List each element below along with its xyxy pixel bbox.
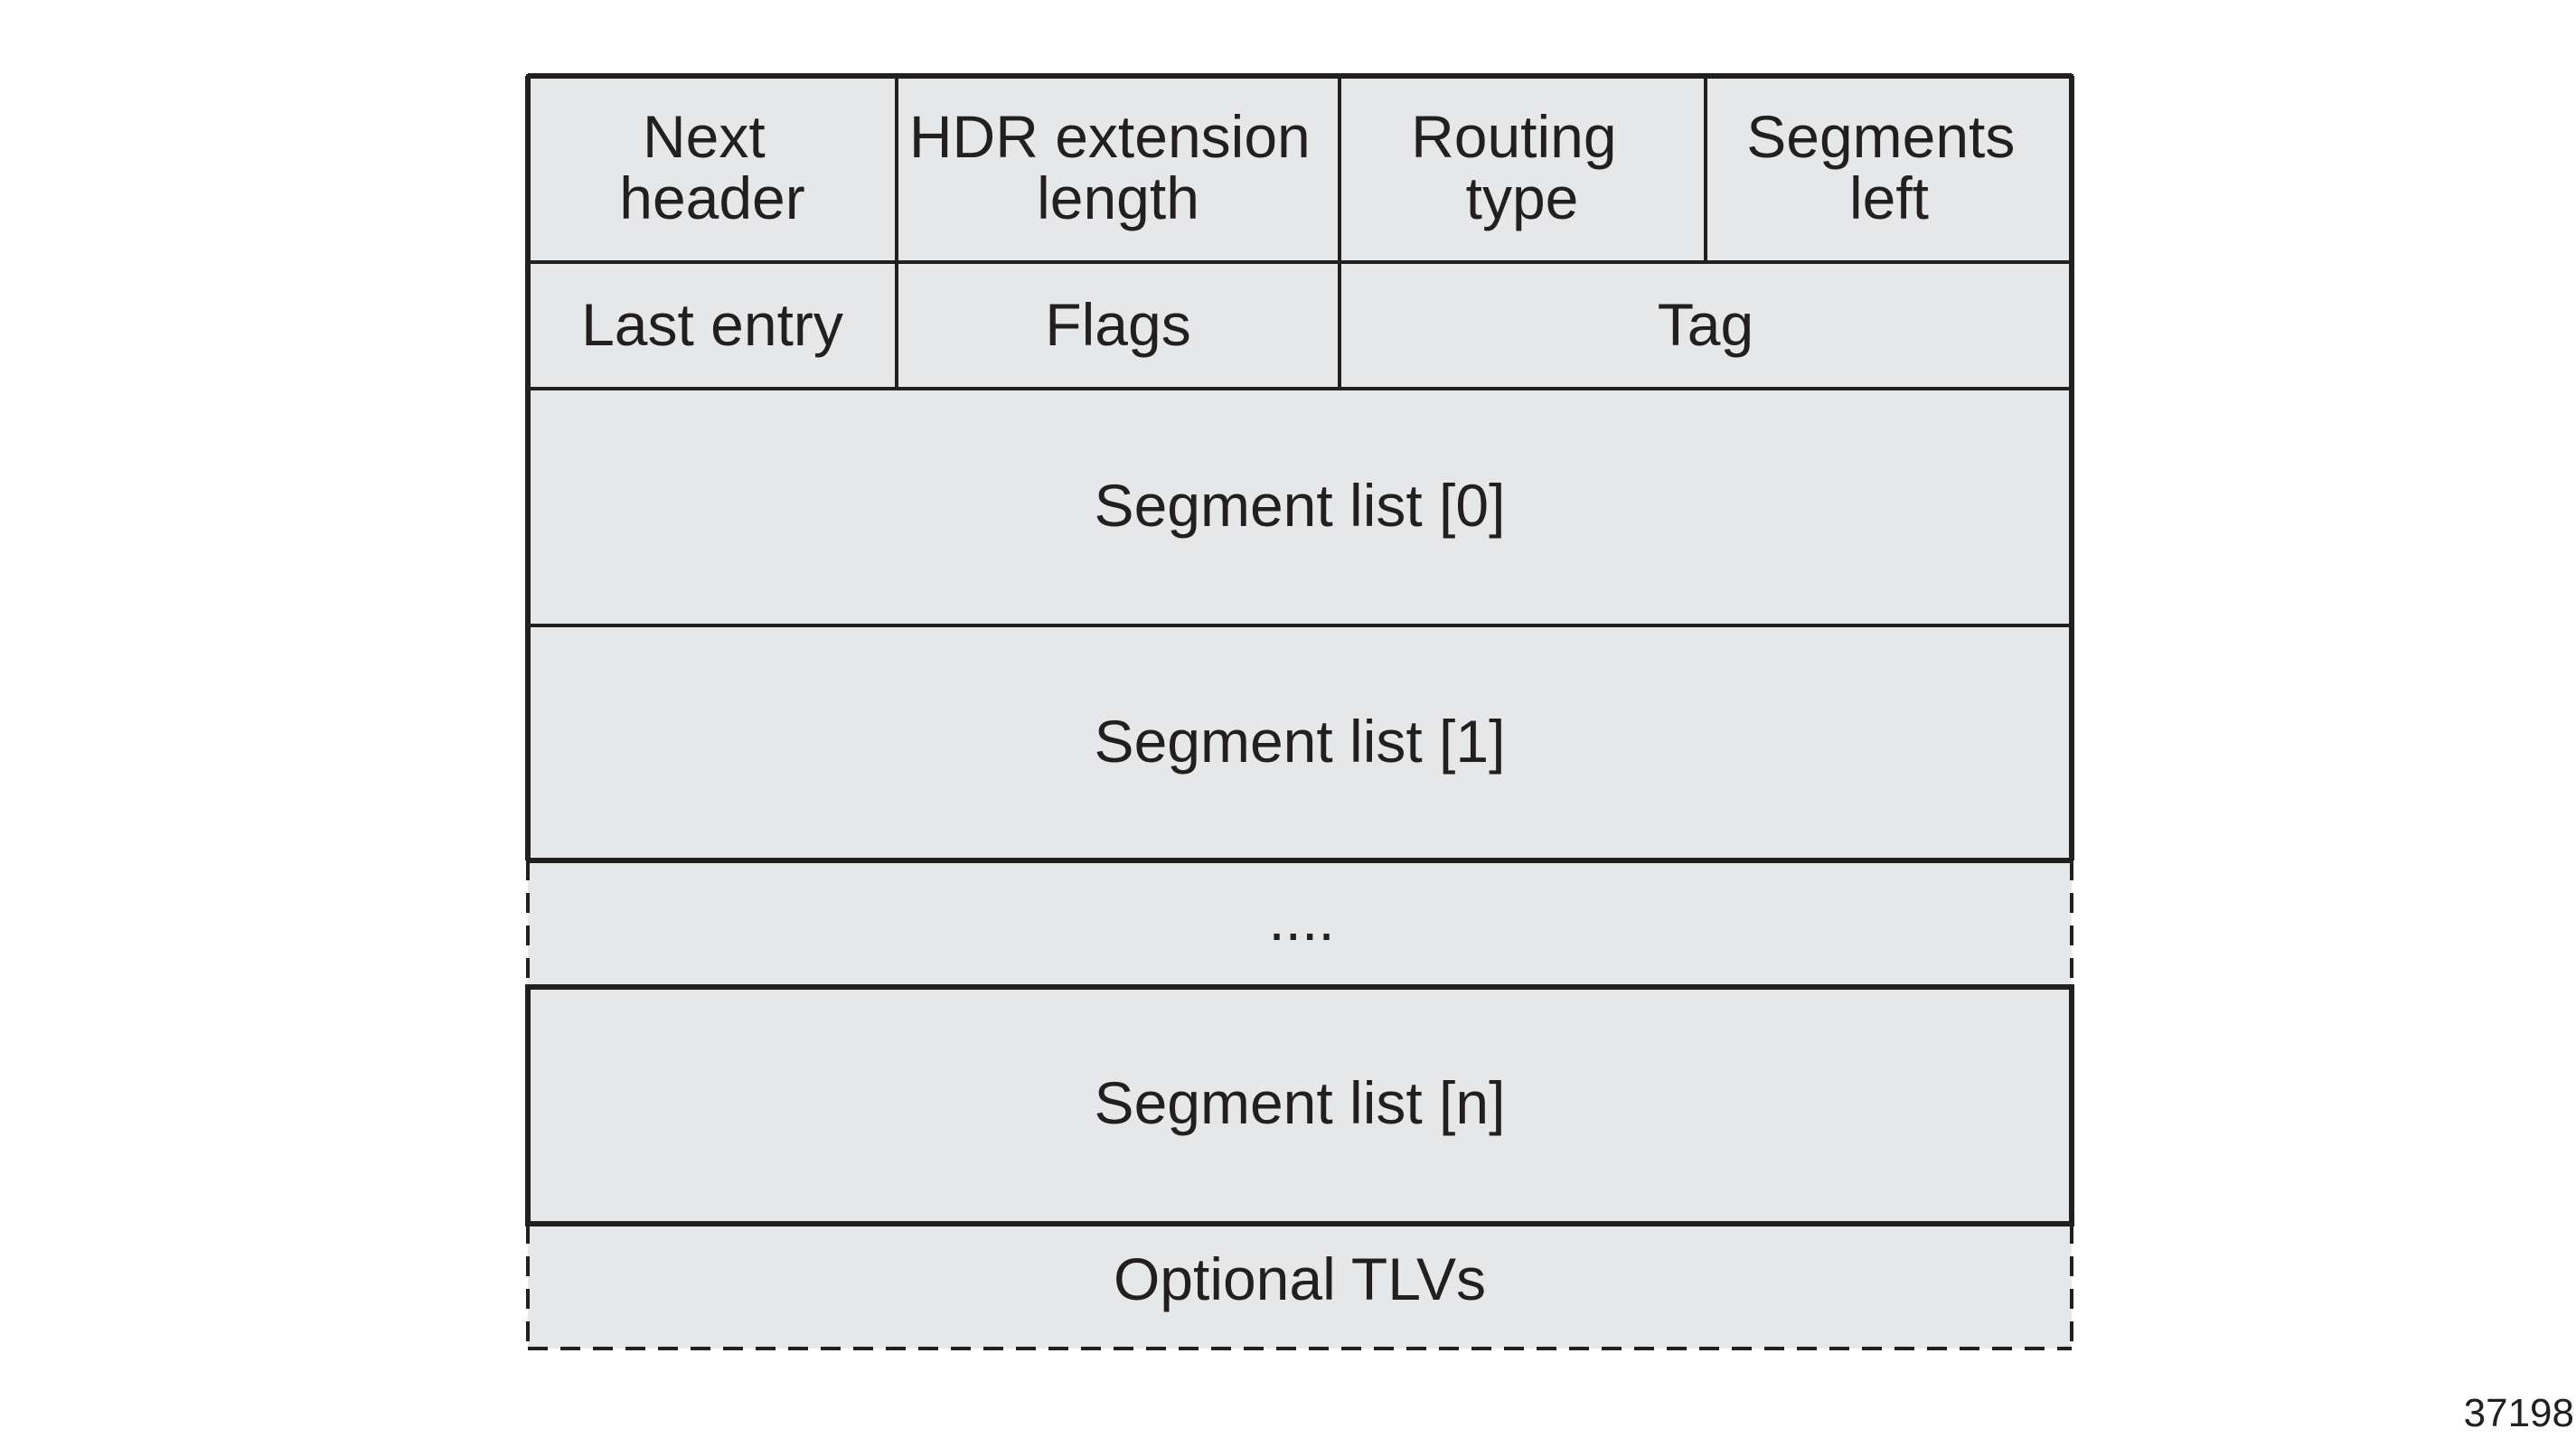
segment-list-0-label: Segment list [0] — [1095, 472, 1506, 539]
segment-list-n-label: Segment list [n] — [1095, 1069, 1506, 1136]
ellipsis-label: .... — [1268, 886, 1334, 953]
next-header-label: Next header — [619, 103, 805, 231]
segment-list-1-label: Segment list [1] — [1095, 708, 1506, 775]
figure-id: 37198 — [2464, 1391, 2574, 1435]
tag-label: Tag — [1658, 291, 1753, 358]
flags-label: Flags — [1045, 291, 1190, 358]
optional-tlvs-row: Optional TLVs — [526, 1224, 2073, 1350]
segment-list-block: Segment list [0] Segment list [1] — [525, 73, 2074, 863]
hdr-ext-length-label: HDR extension length — [909, 103, 1327, 231]
optional-tlvs-label: Optional TLVs — [1114, 1245, 1486, 1312]
routing-type-label: Routing type — [1411, 103, 1633, 231]
last-entry-label: Last entry — [581, 291, 843, 358]
ellipsis-row: .... — [526, 860, 2073, 987]
segment-list-n-row: Segment list [n] — [525, 984, 2074, 1227]
row-2: Last entry Flags Tag — [526, 260, 2073, 390]
segment-list-n-cell — [525, 984, 2074, 1227]
segments-left-label: Segments left — [1746, 103, 2032, 231]
header-background — [528, 76, 2072, 1349]
